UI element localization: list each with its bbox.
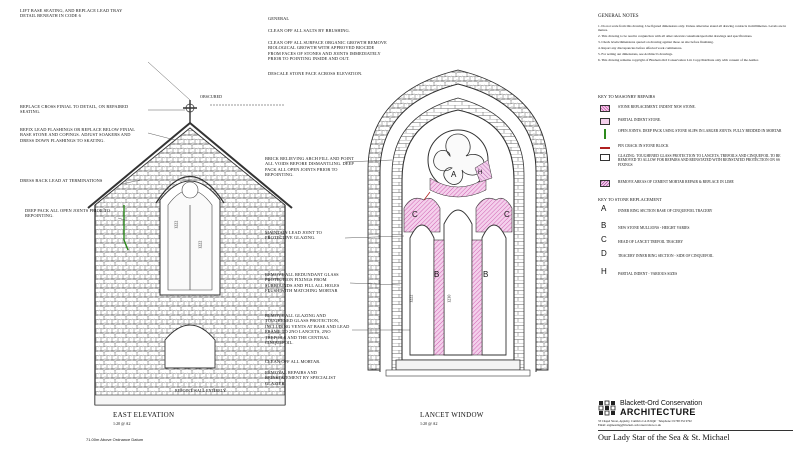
swatch-pink [600,118,610,125]
elevation-note-cross-finial: REPLACE CROSS FINIAL TO DETAIL, ON REPAI… [20,104,129,115]
firm-email: Email: engineering@blackett-ordconservat… [598,422,661,427]
east-elevation-title: EAST ELEVATION [113,411,175,419]
swatch-hatch-violet [600,180,610,187]
east-elevation-drawing [87,61,293,406]
general-note-item: 2. This drawing to be read in conjunctio… [598,34,753,39]
key-label: PARTIAL INDENT STONE. [618,118,662,122]
lancet-window-scale: 1:20 @ A2 [420,421,438,426]
swatch-red-line [600,147,610,149]
title-block-divider [598,430,793,431]
general-notes-heading: GENERAL NOTES [598,14,639,19]
elevation-dimension-right: 1222 [197,240,203,249]
datum-label: 71.00m Above Ordnance Datum [86,437,144,442]
general-note-organic: CLEAN OFF ALL SURFACE ORGANIC GROWTH REM… [268,40,387,62]
key-label: OPEN JOINTS. DEEP PACK USING STONE SLIPS… [618,129,782,133]
key-label: NEW STONE MULLIONS - HEIGHT VARIES [618,226,690,230]
window-dimension-left: 1222 [408,294,414,303]
general-note-salts: CLEAN OFF ALL SALTS BY BRUSHING. [268,28,350,33]
window-note-relieving-arch: BRICK RELIEVING ARCH FILL AND POINT ALL … [265,156,354,178]
elevation-note-dress-lead: DRESS BACK LEAD AT TERMINATIONS [20,178,103,183]
lancet-window-title: LANCET WINDOW [420,411,484,419]
general-note-item: 6. This drawing remains copyright of Bla… [598,57,759,62]
elevation-note-deep-pack: DEEP PACK ALL OPEN JOINTS PRIOR TO REPOI… [25,208,110,219]
firm-name-block: Blackett-Ord Conservation ARCHITECTURE [620,400,702,417]
key-label: TRACERY INNER RING SECTION - SIDE OF CIN… [618,254,714,258]
key-label: HEAD OF LANCET TREFOIL TRACERY [618,240,684,244]
key-label: GLAZING: TOUGHENED GLASS PROTECTION TO L… [618,154,781,167]
window-note-specialist-glazier: REMOVAL REPAIRS AND REINSTATEMENT BY SPE… [265,370,336,386]
key-masonry-heading: KEY TO MASONRY REPAIRS [598,94,656,99]
general-note-item: 3. Check levels/dimensions quoted on dra… [598,40,714,45]
window-code-h: H [478,170,483,176]
key-label: PARTIAL INDENT - VARIOUS SIZES [618,272,678,276]
window-dimension-centre: 1230 [446,294,452,303]
window-code-c-right: C [504,210,510,219]
stone-code: D [601,249,607,258]
general-heading: GENERAL [268,16,290,21]
window-note-clean-mortar: CLEAN OFF ALL MORTAR. [265,359,321,364]
elevation-dimension-left: 1222 [173,220,179,229]
stone-code: H [601,267,607,276]
window-note-remove-glazing: REMOVE ALL GLAZING AND TOUGHENED GLASS P… [265,313,350,346]
swatch-green-line [604,129,606,139]
firm-name: Blackett-Ord Conservation [620,400,703,407]
key-stone-heading: KEY TO STONE REPLACEMENT [598,197,662,202]
stone-code: A [601,204,607,213]
window-code-a: A [451,170,457,179]
window-code-b-right: B [483,270,489,279]
window-code-c-left: C [412,210,418,219]
key-label: INNER RING SECTION BASE OF CINQUEFOIL TR… [618,209,713,213]
window-code-b-left: B [434,270,440,279]
general-note-descale: DESCALE STONE FACE ACROSS ELEVATION. [268,71,363,76]
elevation-note-base-seating: LIFT BASE SEATING, AND REPLACE LEAD TRAY… [20,8,123,19]
stone-code: C [601,235,607,244]
firm-address-block: 33 Chapel Street, Appleby, Cumbria CA16 … [598,419,798,428]
window-note-lead-joint: MAINTAIN LEAD JOINT TO PROTECTIVE GLAZIN… [265,230,322,241]
firm-address: 33 Chapel Street, Appleby, Cumbria CA16 … [598,419,692,423]
firm-discipline: ARCHITECTURE [620,407,696,417]
project-title: Our Lady Star of the Sea & St. Michael [598,433,730,442]
firm-logo-icon [598,400,616,416]
general-note-item: 5. For setting out dimensions, see Archi… [598,51,673,56]
key-label: STONE REPLACEMENT. INDENT NEW STONE. [618,105,696,109]
repoint-label: REPOINT WALL ENTIRELY [175,388,226,393]
elevation-note-lead-flashings: REFIX LEAD FLASHINGS OR REPLACE BELOW FI… [20,127,135,143]
stone-code: B [601,221,607,230]
key-label: PIN CRACK IN STONE BLOCK [618,144,669,148]
swatch-hatch-pink [600,105,610,112]
east-elevation-scale: 1:20 @ A2 [113,421,131,426]
lancet-window-drawing [344,69,549,377]
window-note-glass-fixings: REMOVE ALL REDUNDANT GLASS PROTECTION FI… [265,272,340,294]
key-label: REMOVE AREAS OF CEMENT MORTAR REPAIR & R… [618,180,734,184]
general-note-item: 1. Do not scale from this drawing. Use f… [598,24,787,33]
general-notes-list: 1. Do not scale from this drawing. Use f… [598,24,788,64]
swatch-plain [600,154,610,161]
obscured-label: OBSCURED [200,94,223,99]
general-note-item: 4. Report any discrepancies before affec… [598,45,683,50]
